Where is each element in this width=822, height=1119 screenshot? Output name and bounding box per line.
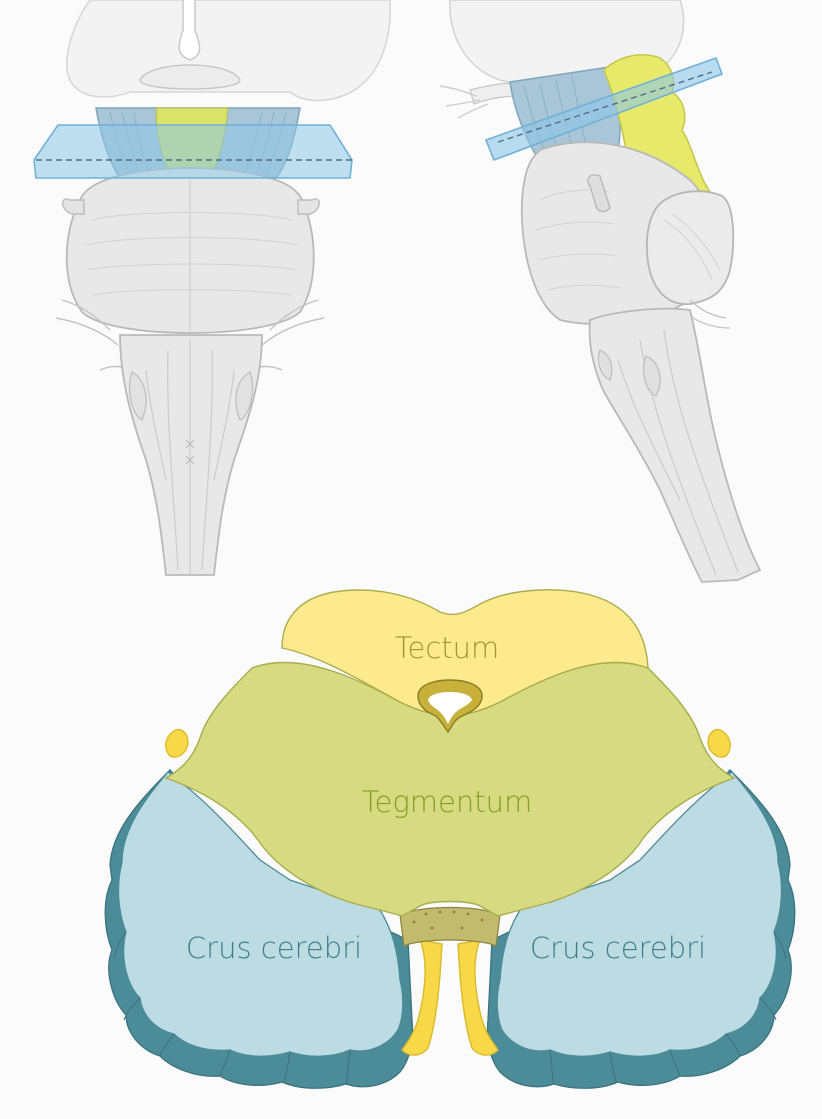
cerebellar-peduncle-cut — [645, 190, 735, 305]
trochlear-root-left — [165, 728, 189, 758]
section-plane-lateral — [484, 56, 724, 162]
trigeminal-right — [297, 198, 320, 215]
cranial-nerves-lateral — [689, 299, 731, 329]
trigeminal-left — [62, 198, 85, 215]
tectum-label: Tectum — [395, 631, 500, 665]
midbrain-cross-section: Tectum Tegmentum Crus cerebri Crus cereb… — [104, 589, 796, 1089]
section-plane-front — [33, 124, 353, 179]
pons-fibers — [85, 212, 299, 296]
crus-cerebri-left — [117, 771, 404, 1057]
brainstem-front-view — [33, 0, 391, 576]
tegmentum-label: Tegmentum — [362, 785, 533, 819]
decussation-marks — [185, 439, 195, 465]
interpeduncular-fossa — [399, 906, 501, 947]
crus-scallops — [113, 931, 787, 1085]
fossa-dots — [412, 910, 484, 930]
crus-cerebri-right — [496, 771, 783, 1057]
medulla-lateral — [588, 307, 762, 583]
oculomotor-nerve-left — [401, 939, 443, 1056]
tectum-region — [281, 589, 649, 717]
crus-cerebri-right-label: Crus cerebri — [530, 931, 706, 965]
peduncle-fibers — [663, 213, 721, 281]
medulla-pyramids — [145, 340, 235, 575]
crus-cerebri-left-label: Crus cerebri — [186, 931, 362, 965]
mammillary-bodies — [139, 64, 241, 90]
olive-right — [235, 371, 253, 421]
olfactory-lateral — [439, 85, 489, 119]
section-line-lateral — [497, 71, 713, 143]
brainstem-lateral-view — [439, 0, 762, 583]
midline-fissure — [178, 0, 201, 61]
olive-left — [129, 371, 147, 421]
medulla-front — [119, 334, 263, 576]
olive-lateral-2 — [597, 349, 613, 381]
olive-lateral — [643, 355, 661, 397]
oculomotor-nerve-right — [457, 939, 499, 1056]
trigeminal-lateral — [587, 174, 611, 213]
cranial-nerves-front — [55, 299, 325, 373]
trochlear-root-right — [707, 728, 731, 758]
aqueduct-lumen — [428, 692, 472, 724]
